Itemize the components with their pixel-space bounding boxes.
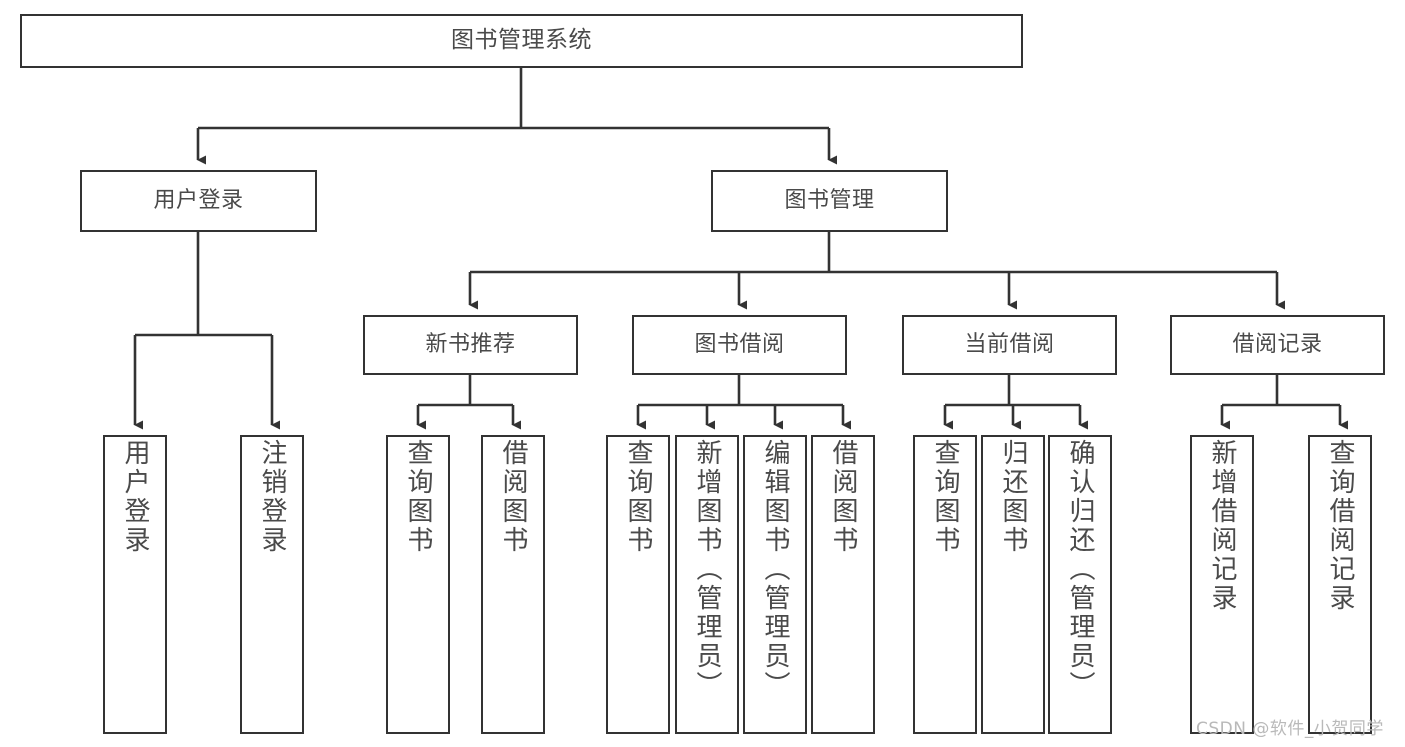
node-label: 借阅图书 [498, 439, 528, 555]
node-label: 新增图书（管理员） [692, 439, 722, 700]
leaf-user-login-signin[interactable]: 用户登录 [103, 435, 167, 734]
node-root-system[interactable]: 图书管理系统 [20, 14, 1023, 68]
node-current-borrow[interactable]: 当前借阅 [902, 315, 1117, 375]
node-label: 编辑图书（管理员） [760, 439, 790, 700]
leaf-current-borrow-confirm-return[interactable]: 确认归还（管理员） [1048, 435, 1112, 734]
node-label: 新增借阅记录 [1207, 439, 1237, 613]
node-label: 图书管理 [784, 187, 875, 213]
node-label: 归还图书 [998, 439, 1028, 555]
node-label: 借阅图书 [828, 439, 858, 555]
leaf-borrow-record-query[interactable]: 查询借阅记录 [1308, 435, 1372, 734]
node-label: 查询图书 [930, 439, 960, 555]
leaf-new-book-query[interactable]: 查询图书 [386, 435, 450, 734]
leaf-book-borrow-edit[interactable]: 编辑图书（管理员） [743, 435, 807, 734]
node-user-login[interactable]: 用户登录 [80, 170, 317, 232]
node-label: 用户登录 [120, 439, 150, 555]
leaf-book-borrow-query[interactable]: 查询图书 [606, 435, 670, 734]
leaf-current-borrow-return[interactable]: 归还图书 [981, 435, 1045, 734]
watermark-text: CSDN @软件_小贺同学 [1196, 719, 1384, 739]
node-label: 注销登录 [257, 439, 287, 555]
leaf-current-borrow-query[interactable]: 查询图书 [913, 435, 977, 734]
node-label: 图书借阅 [694, 331, 785, 357]
node-label: 用户登录 [153, 187, 244, 213]
node-label: 确认归还（管理员） [1065, 439, 1095, 700]
node-label: 当前借阅 [964, 331, 1055, 357]
node-book-management[interactable]: 图书管理 [711, 170, 948, 232]
node-label: 图书管理系统 [451, 27, 592, 54]
leaf-new-book-borrow[interactable]: 借阅图书 [481, 435, 545, 734]
leaf-borrow-record-add[interactable]: 新增借阅记录 [1190, 435, 1254, 734]
leaf-book-borrow-borrow[interactable]: 借阅图书 [811, 435, 875, 734]
node-label: 新书推荐 [425, 331, 516, 357]
node-new-book-recommend[interactable]: 新书推荐 [363, 315, 578, 375]
node-label: 借阅记录 [1232, 331, 1323, 357]
leaf-user-login-signout[interactable]: 注销登录 [240, 435, 304, 734]
node-book-borrow[interactable]: 图书借阅 [632, 315, 847, 375]
node-label: 查询借阅记录 [1325, 439, 1355, 613]
node-label: 查询图书 [623, 439, 653, 555]
node-borrow-record[interactable]: 借阅记录 [1170, 315, 1385, 375]
leaf-book-borrow-add[interactable]: 新增图书（管理员） [675, 435, 739, 734]
node-label: 查询图书 [403, 439, 433, 555]
